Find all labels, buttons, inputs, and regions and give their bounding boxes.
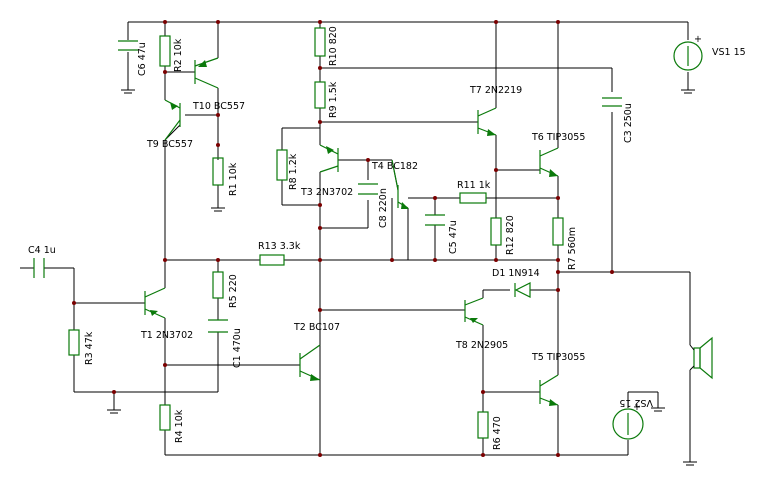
label-r9: R9 1.5k	[328, 81, 339, 118]
capacitor-c1	[208, 319, 228, 333]
resistor-r7	[552, 217, 564, 246]
transistor-t10	[194, 57, 219, 89]
transistor-t6	[539, 147, 559, 177]
label-c3: C3 250u	[623, 103, 634, 143]
label-r12: R12 820	[505, 215, 516, 255]
label-r10: R10 820	[328, 26, 339, 66]
label-t1: T1 2N3702	[140, 330, 193, 341]
label-vs2: VS2 15	[619, 397, 653, 408]
capacitor-c4	[33, 258, 45, 278]
resistor-r8	[276, 149, 288, 181]
label-r8: R8 1.2k	[288, 153, 299, 190]
resistor-r9	[314, 81, 326, 109]
transistor-t1	[144, 287, 166, 319]
resistor-r5	[212, 271, 224, 299]
component-labels: C6 47u R2 10k T10 BC557 T9 BC557 R1 10k …	[28, 26, 746, 450]
resistor-r12	[490, 217, 502, 246]
label-t9: T9 BC557	[146, 139, 193, 150]
label-c8: C8 220n	[378, 188, 389, 228]
resistor-r2	[159, 35, 171, 67]
resistor-boxes	[68, 27, 564, 439]
label-t8: T8 2N2905	[455, 340, 508, 351]
label-vs1-plus: +	[694, 34, 702, 45]
label-r5: R5 220	[228, 274, 239, 308]
label-t4: T4 BC182	[371, 161, 418, 172]
label-c4: C4 1u	[28, 245, 56, 256]
resistor-r10	[314, 27, 326, 57]
label-r7: R7 560m	[567, 227, 578, 270]
label-t7: T7 2N2219	[469, 85, 522, 96]
label-r4: R4 10k	[174, 409, 185, 443]
transistor-t7	[477, 107, 497, 136]
voltage-source-vs1	[673, 41, 703, 71]
label-r2: R2 10k	[173, 38, 184, 72]
label-t3: T3 2N3702	[300, 187, 353, 198]
junction-dots	[72, 20, 614, 457]
capacitor-c5	[425, 214, 445, 226]
transistor-t5	[539, 374, 559, 406]
transistor-t8	[464, 297, 484, 326]
label-r6: R6 470	[492, 416, 503, 450]
label-t6: T6 TIP3055	[531, 132, 585, 143]
resistor-r4	[159, 404, 171, 431]
diode-d1	[514, 282, 531, 298]
label-c6: C6 47u	[137, 42, 148, 76]
resistor-r13	[259, 254, 285, 266]
label-r1: R1 10k	[228, 162, 239, 196]
resistor-r1	[212, 157, 224, 186]
wires	[20, 21, 691, 462]
label-r3: R3 47k	[84, 331, 95, 365]
resistor-r11	[459, 192, 487, 204]
ground-symbols	[107, 89, 697, 466]
label-vs2-plus: +	[633, 402, 641, 413]
label-d1: D1 1N914	[492, 268, 540, 279]
label-t10: T10 BC557	[192, 101, 245, 112]
resistor-r6	[477, 411, 489, 439]
transistor-t3	[319, 144, 339, 173]
capacitor-c8	[358, 183, 378, 195]
label-t2: T2 BC107	[293, 322, 340, 333]
label-c1: C1 470u	[232, 328, 243, 368]
label-t5: T5 TIP3055	[531, 352, 585, 363]
capacitor-c6	[118, 40, 138, 51]
speaker-icon	[689, 336, 713, 380]
label-r11: R11 1k	[457, 180, 491, 191]
voltage-source-vs2	[612, 408, 644, 440]
transistor-t4	[391, 159, 409, 209]
transistor-t9	[164, 99, 181, 141]
transistor-t2	[299, 344, 321, 381]
resistor-r3	[68, 329, 80, 356]
label-vs1: VS1 15	[712, 47, 746, 58]
capacitor-c3	[602, 97, 622, 107]
label-c5: C5 47u	[448, 220, 459, 254]
label-r13: R13 3.3k	[258, 241, 301, 252]
